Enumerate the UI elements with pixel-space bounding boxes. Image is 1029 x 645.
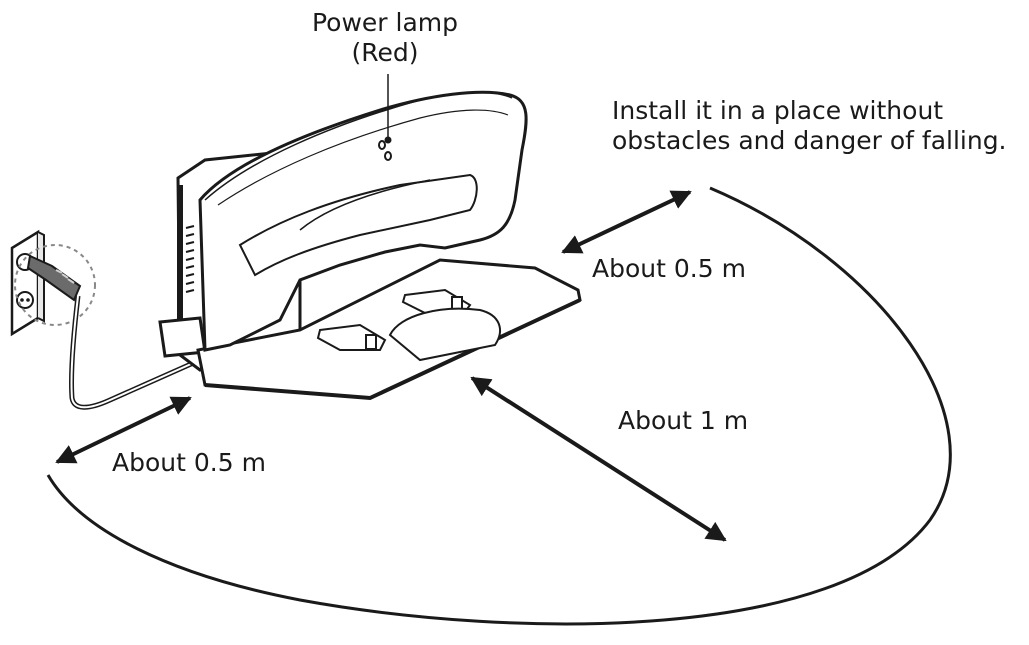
- install-instruction-line1: Install it in a place without: [612, 96, 944, 125]
- distance-label-front: About 1 m: [618, 406, 749, 435]
- power-plug: [26, 254, 82, 302]
- wall-outlet: [10, 229, 45, 337]
- power-lamp-color: (Red): [351, 38, 419, 67]
- outlet-highlight-circle: [14, 244, 96, 326]
- power-lamp-label: Power lamp (Red): [290, 8, 480, 68]
- power-lamp-title: Power lamp: [311, 8, 459, 37]
- arrow-right-clearance: [561, 190, 692, 254]
- arrow-left-clearance: [55, 396, 192, 464]
- arrow-front-clearance: [470, 376, 727, 542]
- power-lamp-leader-dot: [384, 136, 392, 144]
- charging-station: [158, 90, 582, 401]
- install-instruction: Install it in a place without obstacles …: [612, 96, 1007, 156]
- clearance-arc: [46, 186, 952, 626]
- distance-label-left: About 0.5 m: [112, 448, 266, 477]
- distance-label-right: About 0.5 m: [592, 254, 746, 283]
- install-instruction-line2: obstacles and danger of falling.: [612, 126, 1007, 155]
- power-lamp: [378, 140, 392, 161]
